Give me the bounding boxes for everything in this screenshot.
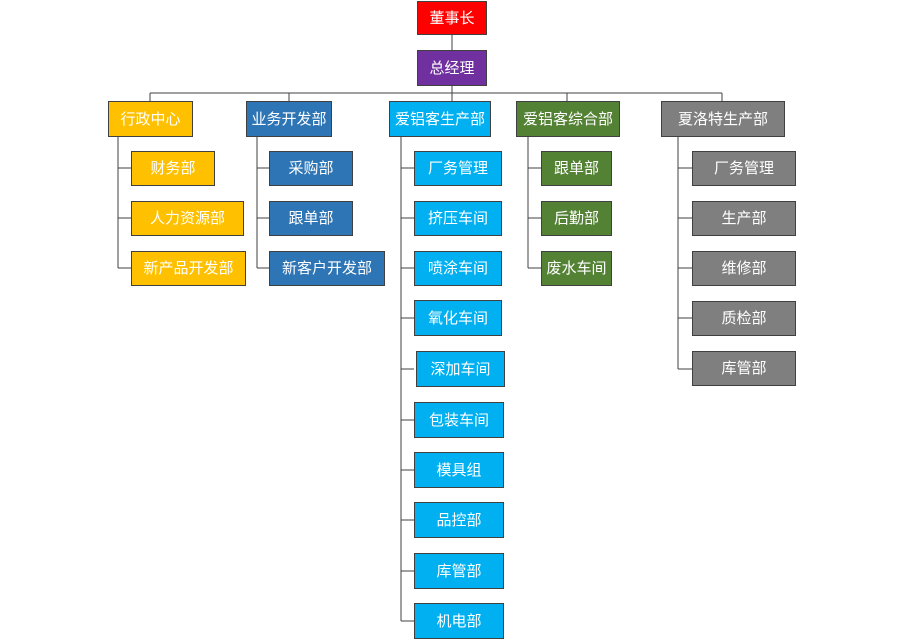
general-child-logistics: 后勤部 <box>541 201 612 236</box>
business-child-new-client-dev: 新客户开发部 <box>269 251 385 286</box>
production-child-electromech: 机电部 <box>414 603 504 639</box>
dept-ailuke-general: 爱铝客综合部 <box>516 101 620 137</box>
charlotte-child-factory-mgmt: 厂务管理 <box>692 151 796 186</box>
general-manager-box: 总经理 <box>417 50 487 86</box>
production-child-extrusion: 挤压车间 <box>414 201 502 236</box>
business-child-purchasing: 采购部 <box>269 151 353 186</box>
production-child-spraying: 喷涂车间 <box>414 251 502 286</box>
production-child-factory-mgmt: 厂务管理 <box>414 151 502 186</box>
general-child-wastewater: 废水车间 <box>541 251 612 286</box>
production-child-mold-group: 模具组 <box>414 452 504 488</box>
dept-charlotte-production: 夏洛特生产部 <box>661 101 785 137</box>
charlotte-child-maintenance: 维修部 <box>692 251 796 286</box>
dept-ailuke-production: 爱铝客生产部 <box>389 101 491 137</box>
charlotte-child-production: 生产部 <box>692 201 796 236</box>
charlotte-child-quality-inspection: 质检部 <box>692 301 796 336</box>
production-child-packaging: 包装车间 <box>414 402 504 438</box>
admin-child-hr: 人力资源部 <box>131 201 244 236</box>
charlotte-child-warehouse: 库管部 <box>692 351 796 386</box>
chairman-box: 董事长 <box>417 1 487 35</box>
general-child-order-follow: 跟单部 <box>541 151 612 186</box>
production-child-deep-processing: 深加车间 <box>416 351 505 387</box>
business-child-order-follow: 跟单部 <box>269 201 353 236</box>
admin-child-new-product-dev: 新产品开发部 <box>131 251 246 286</box>
admin-child-finance: 财务部 <box>131 151 215 186</box>
production-child-oxidation: 氧化车间 <box>414 300 502 336</box>
production-child-warehouse: 库管部 <box>414 553 504 589</box>
dept-admin-center: 行政中心 <box>108 101 193 137</box>
dept-business-dev: 业务开发部 <box>246 101 332 137</box>
production-child-quality-control: 品控部 <box>414 502 504 538</box>
